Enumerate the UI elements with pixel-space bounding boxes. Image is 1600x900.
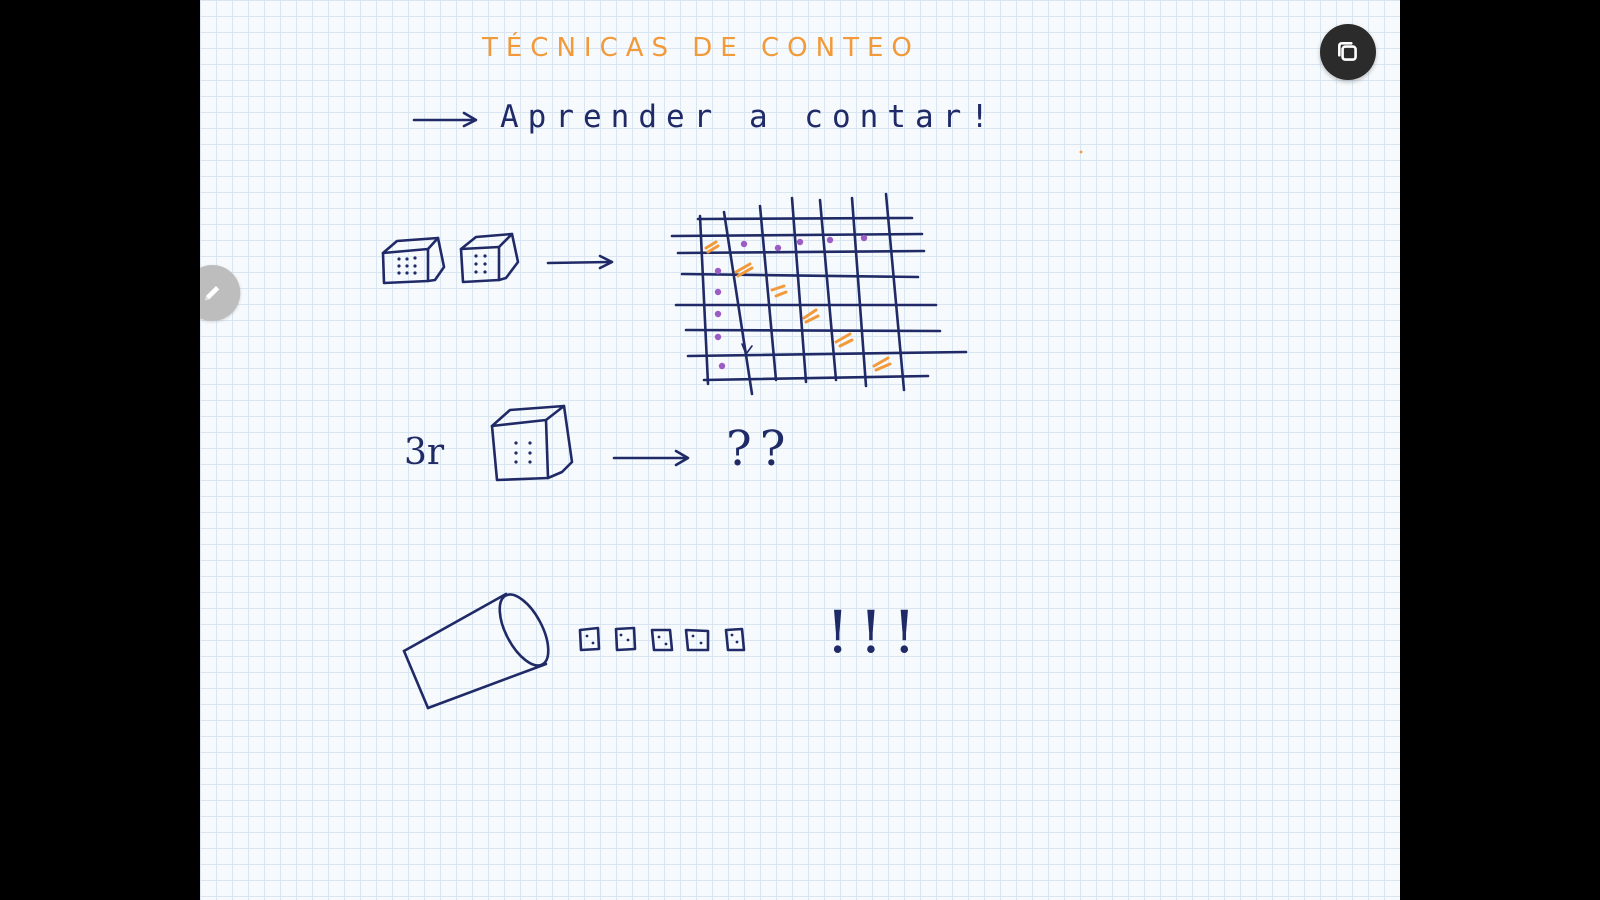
arrow-to-question: [612, 449, 690, 467]
notebook-canvas[interactable]: TÉCNICAS DE CONTEO Aprender a contar!: [200, 0, 1400, 900]
row-of-dice-icon: [578, 626, 746, 652]
outcome-grid: [670, 192, 968, 396]
subtitle-text: Aprender a contar!: [500, 99, 998, 135]
dice-cup-icon: [402, 592, 550, 710]
two-dice-icon: [381, 232, 520, 285]
page-title: TÉCNICAS DE CONTEO: [481, 31, 920, 63]
handwritten-drawing: TÉCNICAS DE CONTEO Aprender a contar!: [381, 31, 1083, 710]
question-marks: ??: [726, 421, 793, 477]
third-die-label: 3r: [404, 432, 445, 473]
arrow-to-grid: [546, 254, 614, 270]
exit-fullscreen-button[interactable]: [1320, 24, 1376, 80]
ink-speck: [1079, 150, 1083, 154]
exit-fullscreen-icon: [1338, 42, 1357, 61]
pencil-icon: [204, 286, 220, 301]
exclamation-marks: !!!: [826, 598, 926, 666]
single-die-icon: [490, 404, 574, 482]
pen-tool-button[interactable]: [200, 265, 241, 321]
subtitle-arrow: [412, 111, 478, 128]
